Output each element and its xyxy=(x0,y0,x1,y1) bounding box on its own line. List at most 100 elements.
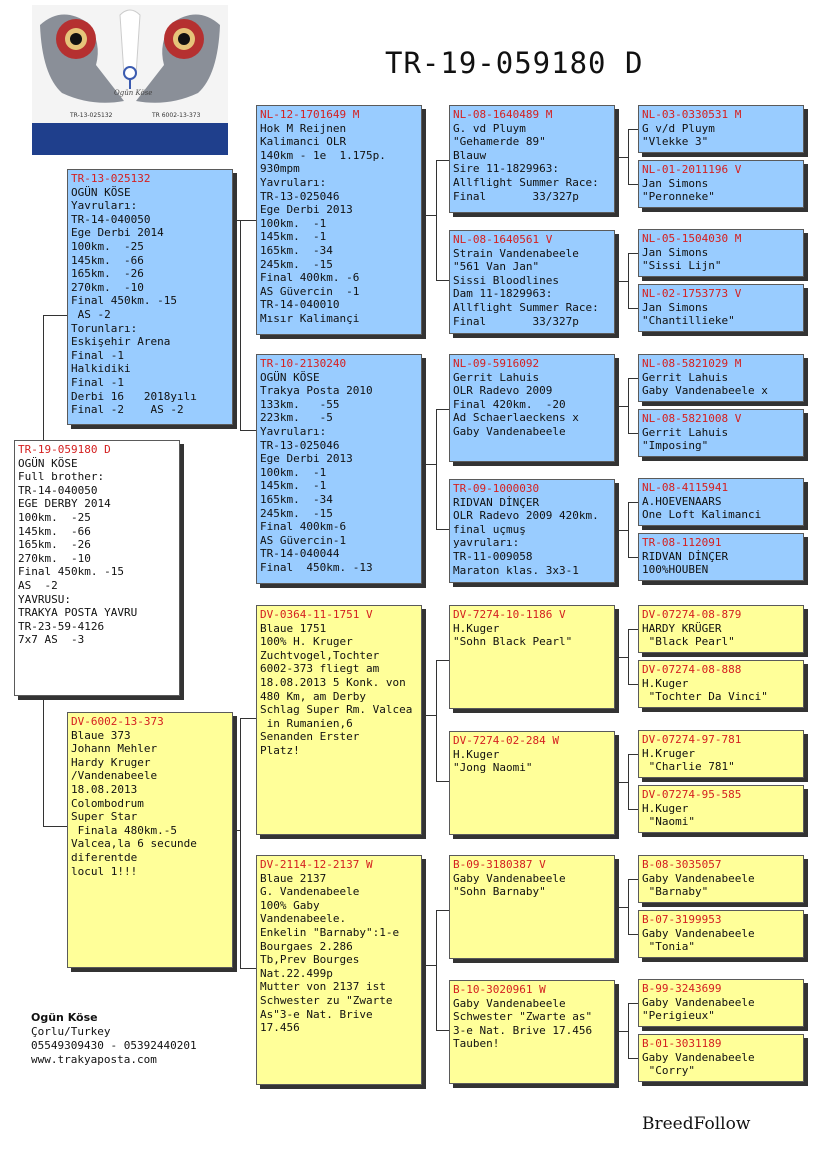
pedigree-line: Gaby Vandenabeele xyxy=(453,996,566,1010)
connector-line xyxy=(436,409,449,410)
pedigree-line: AS -2 xyxy=(18,578,58,592)
pedigree-line: Final 450km. -15 xyxy=(18,565,124,579)
pedigree-line: "Jong Naomi" xyxy=(453,761,533,775)
pedigree-line: AS -2 xyxy=(71,307,111,321)
pedigree-line: "Perigieux" xyxy=(642,1009,715,1023)
ring-number: NL-08-1640489 M xyxy=(453,108,553,121)
pedigree-line: Sire 11-1829963: xyxy=(453,162,559,176)
ring-number: NL-08-5821029 M xyxy=(642,357,742,370)
pedigree-line: H.Kruger xyxy=(642,746,695,760)
pedigree-line: Senanden Erster xyxy=(260,730,360,744)
connector-line xyxy=(233,220,240,221)
connector-line xyxy=(628,308,638,309)
pedigree-line: Gaby Vandenabeele xyxy=(642,871,755,885)
ring-number: B-01-3031189 xyxy=(642,1037,722,1050)
pedigree-line: G. Vandenabeele xyxy=(260,885,360,899)
pedigree-line: Halkidiki xyxy=(71,362,131,376)
pedigree-line: in Rumanien,6 xyxy=(260,716,353,730)
page-title: TR-19-059180 D xyxy=(385,46,644,80)
ring-number: DV-6002-13-373 xyxy=(71,715,164,728)
connector-line xyxy=(628,879,629,934)
connector-line xyxy=(628,557,638,558)
pedigree-line: 100km. -25 xyxy=(71,239,144,253)
pedigree-line: EGE DERBY 2014 xyxy=(18,497,111,511)
pedigree-line: Sissi Bloodlines xyxy=(453,273,559,287)
connector-line xyxy=(240,220,256,221)
pedigree-line: Jan Simons xyxy=(642,300,709,314)
connector-line xyxy=(628,184,638,185)
pedigree-line: Gaby Vandenabeele xyxy=(453,871,566,885)
pedigree-line: Blaue 1751 xyxy=(260,621,327,635)
pedigree-line: final uçmuş xyxy=(453,522,526,536)
pedigree-line: Schwester "Zwarte as" xyxy=(453,1010,593,1024)
pedigree-line: 6002-373 fliegt am xyxy=(260,662,380,676)
connector-line xyxy=(43,826,67,827)
connector-line xyxy=(628,378,638,379)
connector-line xyxy=(436,160,449,161)
connector-line xyxy=(436,910,449,911)
pedigree-line: 480 Km, am Derby xyxy=(260,689,366,703)
pedigree-line: Hardy Kruger xyxy=(71,755,151,769)
ring-number: TR-10-2130240 xyxy=(260,357,347,370)
pedigree-line: "Corry" xyxy=(642,1064,695,1078)
connector-line xyxy=(628,1003,629,1058)
pedigree-line: Ege Derbi 2014 xyxy=(71,226,164,240)
ring-number: TR-08-112091 xyxy=(642,536,722,549)
ring-number: DV-2114-12-2137 W xyxy=(260,858,373,871)
connector-line xyxy=(422,464,436,465)
connector-line xyxy=(240,718,256,719)
ring-number: NL-08-1640561 V xyxy=(453,233,553,246)
connector-line xyxy=(436,910,437,1030)
connector-line xyxy=(436,280,449,281)
ring-number: NL-05-1504030 M xyxy=(642,232,742,245)
pedigree-line: Gaby Vandenabeele x xyxy=(642,384,768,398)
pedigree-line: 7x7 AS -3 xyxy=(18,633,85,647)
pedigree-line: Johann Mehler xyxy=(71,742,158,756)
pedigree-line: TR-14-040050 xyxy=(71,212,151,226)
pedigree-line: "Charlie 781" xyxy=(642,760,735,774)
pedigree-line: Gaby Vandenabeele xyxy=(642,1050,755,1064)
pedigree-line: 140km - 1e 1.175p. xyxy=(260,148,386,162)
pedigree-line: Final 420km. -20 xyxy=(453,397,566,411)
pedigree-line: Colombodrum xyxy=(71,796,144,810)
pedigree-line: 100km. -1 xyxy=(260,465,327,479)
pedigree-line: One Loft Kalimanci xyxy=(642,508,762,522)
pedigree-line: "Sissi Lijn" xyxy=(642,259,722,273)
pedigree-line: Schlag Super Rm. Valcea xyxy=(260,703,413,717)
pedigree-line: 145km. -1 xyxy=(260,230,327,244)
pedigree-line: H.Kuger xyxy=(453,621,500,635)
connector-line xyxy=(436,781,449,782)
pedigree-line: 145km. -66 xyxy=(18,524,91,538)
pedigree-line: Valcea,la 6 secunde xyxy=(71,837,197,851)
pedigree-line: "Black Pearl" xyxy=(642,635,735,649)
pedigree-line: HARDY KRÜGER xyxy=(642,621,722,635)
connector-line xyxy=(628,129,638,130)
ring-number: NL-08-4115941 xyxy=(642,481,729,494)
pedigree-line: Maraton klas. 3x3-1 xyxy=(453,563,579,577)
pedigree-line: /Vandenabeele xyxy=(71,769,158,783)
pedigree-line: Vandenabeele. xyxy=(260,912,347,926)
connector-line xyxy=(43,696,44,826)
pedigree-line: Final 33/327p xyxy=(453,314,579,328)
pedigree-line: TR-14-040010 xyxy=(260,298,340,312)
pedigree-line: Eskişehir Arena xyxy=(71,335,171,349)
pedigree-line: "Gehamerde 89" xyxy=(453,135,546,149)
footer-contact: Ogün Köse Çorlu/Turkey 05549309430 - 053… xyxy=(31,1011,197,1067)
connector-line xyxy=(240,220,241,430)
pedigree-line: 18.08.2013 5 Konk. von xyxy=(260,675,406,689)
pedigree-line: "561 Van Jan" xyxy=(453,260,540,274)
ring-number: DV-07274-08-879 xyxy=(642,608,742,621)
